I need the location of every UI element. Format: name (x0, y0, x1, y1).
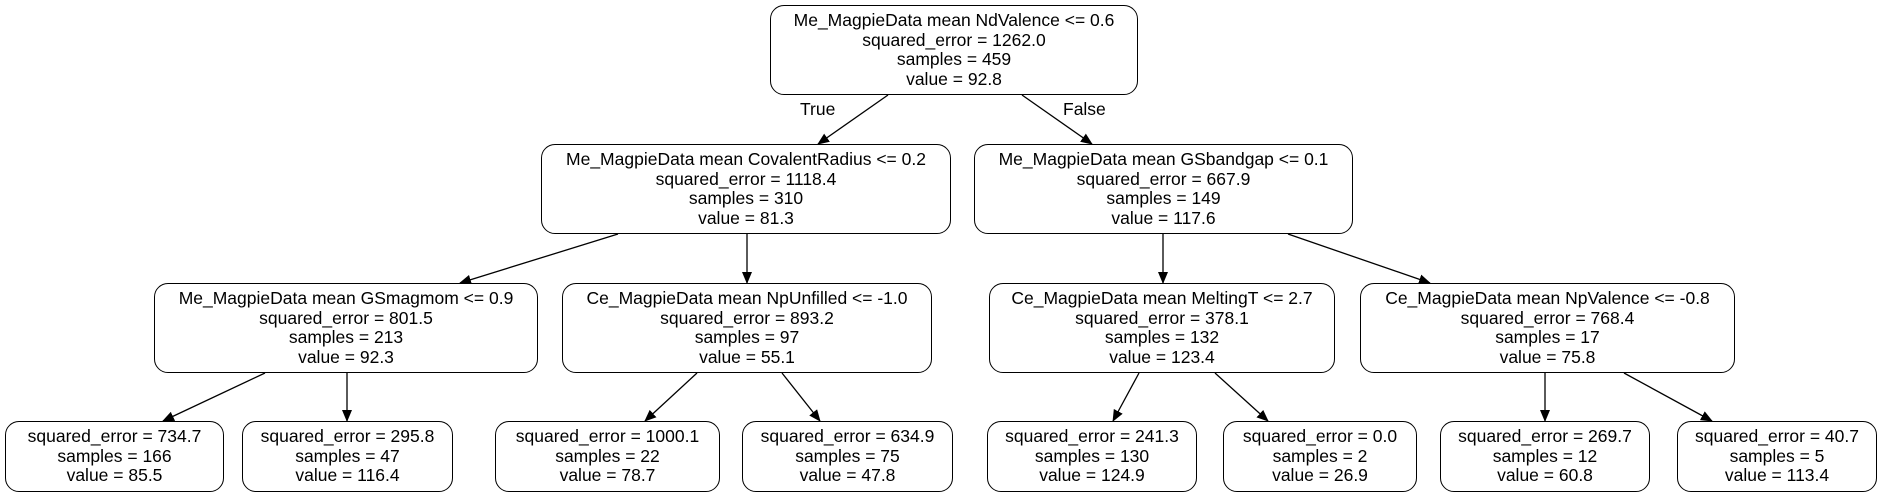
node-squared-error: squared_error = 378.1 (1075, 307, 1249, 328)
node-squared-error: squared_error = 1000.1 (515, 426, 700, 447)
node-split-condition: Me_MagpieData mean GSmagmom <= 0.9 (178, 288, 514, 308)
node-split-condition: Ce_MagpieData mean NpUnfilled <= -1.0 (586, 288, 908, 308)
node-samples: samples = 149 (1106, 188, 1221, 208)
node-squared-error: squared_error = 241.3 (1005, 426, 1179, 447)
node-samples: samples = 75 (795, 445, 900, 466)
node-split-condition: Me_MagpieData mean NdValence <= 0.6 (793, 10, 1115, 30)
tree-node-r: Me_MagpieData mean GSbandgap <= 0.1 squa… (974, 144, 1353, 234)
node-squared-error: squared_error = 1262.0 (862, 29, 1046, 50)
node-samples: samples = 22 (555, 445, 660, 466)
edge-l-to-ll (459, 233, 619, 285)
node-samples: samples = 5 (1729, 445, 1825, 466)
node-value: value = 60.8 (1497, 465, 1593, 486)
tree-leaf-rrl: squared_error = 269.7 samples = 12 value… (1440, 421, 1650, 492)
node-samples: samples = 166 (57, 445, 172, 466)
tree-leaf-rll: squared_error = 241.3 samples = 130 valu… (987, 421, 1197, 492)
tree-leaf-lll: squared_error = 734.7 samples = 166 valu… (5, 421, 224, 492)
node-samples: samples = 130 (1034, 445, 1150, 466)
node-squared-error: squared_error = 734.7 (27, 426, 202, 447)
edge-lr-to-lrr (781, 372, 821, 422)
node-samples: samples = 310 (688, 188, 804, 208)
node-value: value = 26.9 (1272, 465, 1368, 486)
node-value: value = 92.3 (298, 346, 394, 367)
node-value: value = 117.6 (1111, 207, 1216, 228)
edge-label-false: False (1063, 99, 1106, 119)
node-samples: samples = 97 (694, 327, 800, 347)
node-squared-error: squared_error = 634.9 (760, 426, 935, 447)
node-split-condition: Ce_MagpieData mean MeltingT <= 2.7 (1011, 288, 1313, 308)
tree-leaf-llr: squared_error = 295.8 samples = 47 value… (242, 421, 453, 492)
node-samples: samples = 17 (1495, 327, 1600, 347)
tree-node-ll: Me_MagpieData mean GSmagmom <= 0.9 squar… (154, 283, 538, 373)
edge-label-true: True (800, 99, 836, 119)
node-samples: samples = 459 (896, 49, 1012, 69)
node-value: value = 81.3 (698, 207, 794, 228)
node-squared-error: squared_error = 295.8 (260, 426, 435, 447)
node-value: value = 47.8 (799, 465, 896, 486)
node-value: value = 85.5 (66, 465, 163, 486)
tree-node-rr: Ce_MagpieData mean NpValence <= -0.8 squ… (1360, 283, 1735, 373)
node-value: value = 116.4 (295, 465, 400, 486)
node-samples: samples = 213 (288, 327, 404, 347)
tree-leaf-rlr: squared_error = 0.0 samples = 2 value = … (1223, 421, 1417, 492)
node-squared-error: squared_error = 1118.4 (655, 168, 837, 189)
node-squared-error: squared_error = 269.7 (1458, 426, 1632, 447)
node-samples: samples = 132 (1104, 327, 1220, 347)
node-value: value = 124.9 (1039, 465, 1145, 486)
edge-rl-to-rll (1112, 372, 1140, 422)
node-squared-error: squared_error = 40.7 (1695, 426, 1859, 447)
tree-node-l: Me_MagpieData mean CovalentRadius <= 0.2… (541, 144, 951, 234)
tree-leaf-lrl: squared_error = 1000.1 samples = 22 valu… (495, 421, 720, 492)
edge-ll-to-lll (162, 372, 266, 422)
node-split-condition: Me_MagpieData mean CovalentRadius <= 0.2 (566, 149, 926, 169)
node-value: value = 123.4 (1109, 346, 1215, 367)
edge-rl-to-rlr (1214, 372, 1269, 422)
node-value: value = 78.7 (559, 465, 656, 486)
node-samples: samples = 47 (295, 445, 400, 466)
node-split-condition: Me_MagpieData mean GSbandgap <= 0.1 (998, 149, 1329, 169)
node-samples: samples = 12 (1492, 445, 1598, 466)
edge-rr-to-rrr (1623, 372, 1713, 422)
tree-leaf-rrr: squared_error = 40.7 samples = 5 value =… (1677, 421, 1877, 492)
tree-node-root: Me_MagpieData mean NdValence <= 0.6 squa… (770, 5, 1138, 95)
node-value: value = 92.8 (906, 68, 1002, 89)
node-squared-error: squared_error = 0.0 (1242, 426, 1398, 447)
edge-root-to-l (817, 94, 889, 145)
tree-node-lr: Ce_MagpieData mean NpUnfilled <= -1.0 sq… (562, 283, 932, 373)
tree-leaf-lrr: squared_error = 634.9 samples = 75 value… (742, 421, 953, 492)
node-value: value = 75.8 (1499, 346, 1596, 367)
edge-root-to-r (1021, 94, 1093, 145)
node-squared-error: squared_error = 893.2 (660, 307, 834, 328)
edge-lr-to-lrl (644, 372, 698, 422)
tree-node-rl: Ce_MagpieData mean MeltingT <= 2.7 squar… (989, 283, 1335, 373)
node-split-condition: Ce_MagpieData mean NpValence <= -0.8 (1385, 288, 1710, 308)
node-squared-error: squared_error = 667.9 (1076, 168, 1251, 189)
edge-r-to-rr (1287, 233, 1431, 285)
node-squared-error: squared_error = 801.5 (259, 307, 433, 328)
node-value: value = 55.1 (699, 346, 795, 367)
node-squared-error: squared_error = 768.4 (1460, 307, 1635, 328)
node-samples: samples = 2 (1272, 445, 1368, 466)
node-value: value = 113.4 (1724, 465, 1830, 486)
